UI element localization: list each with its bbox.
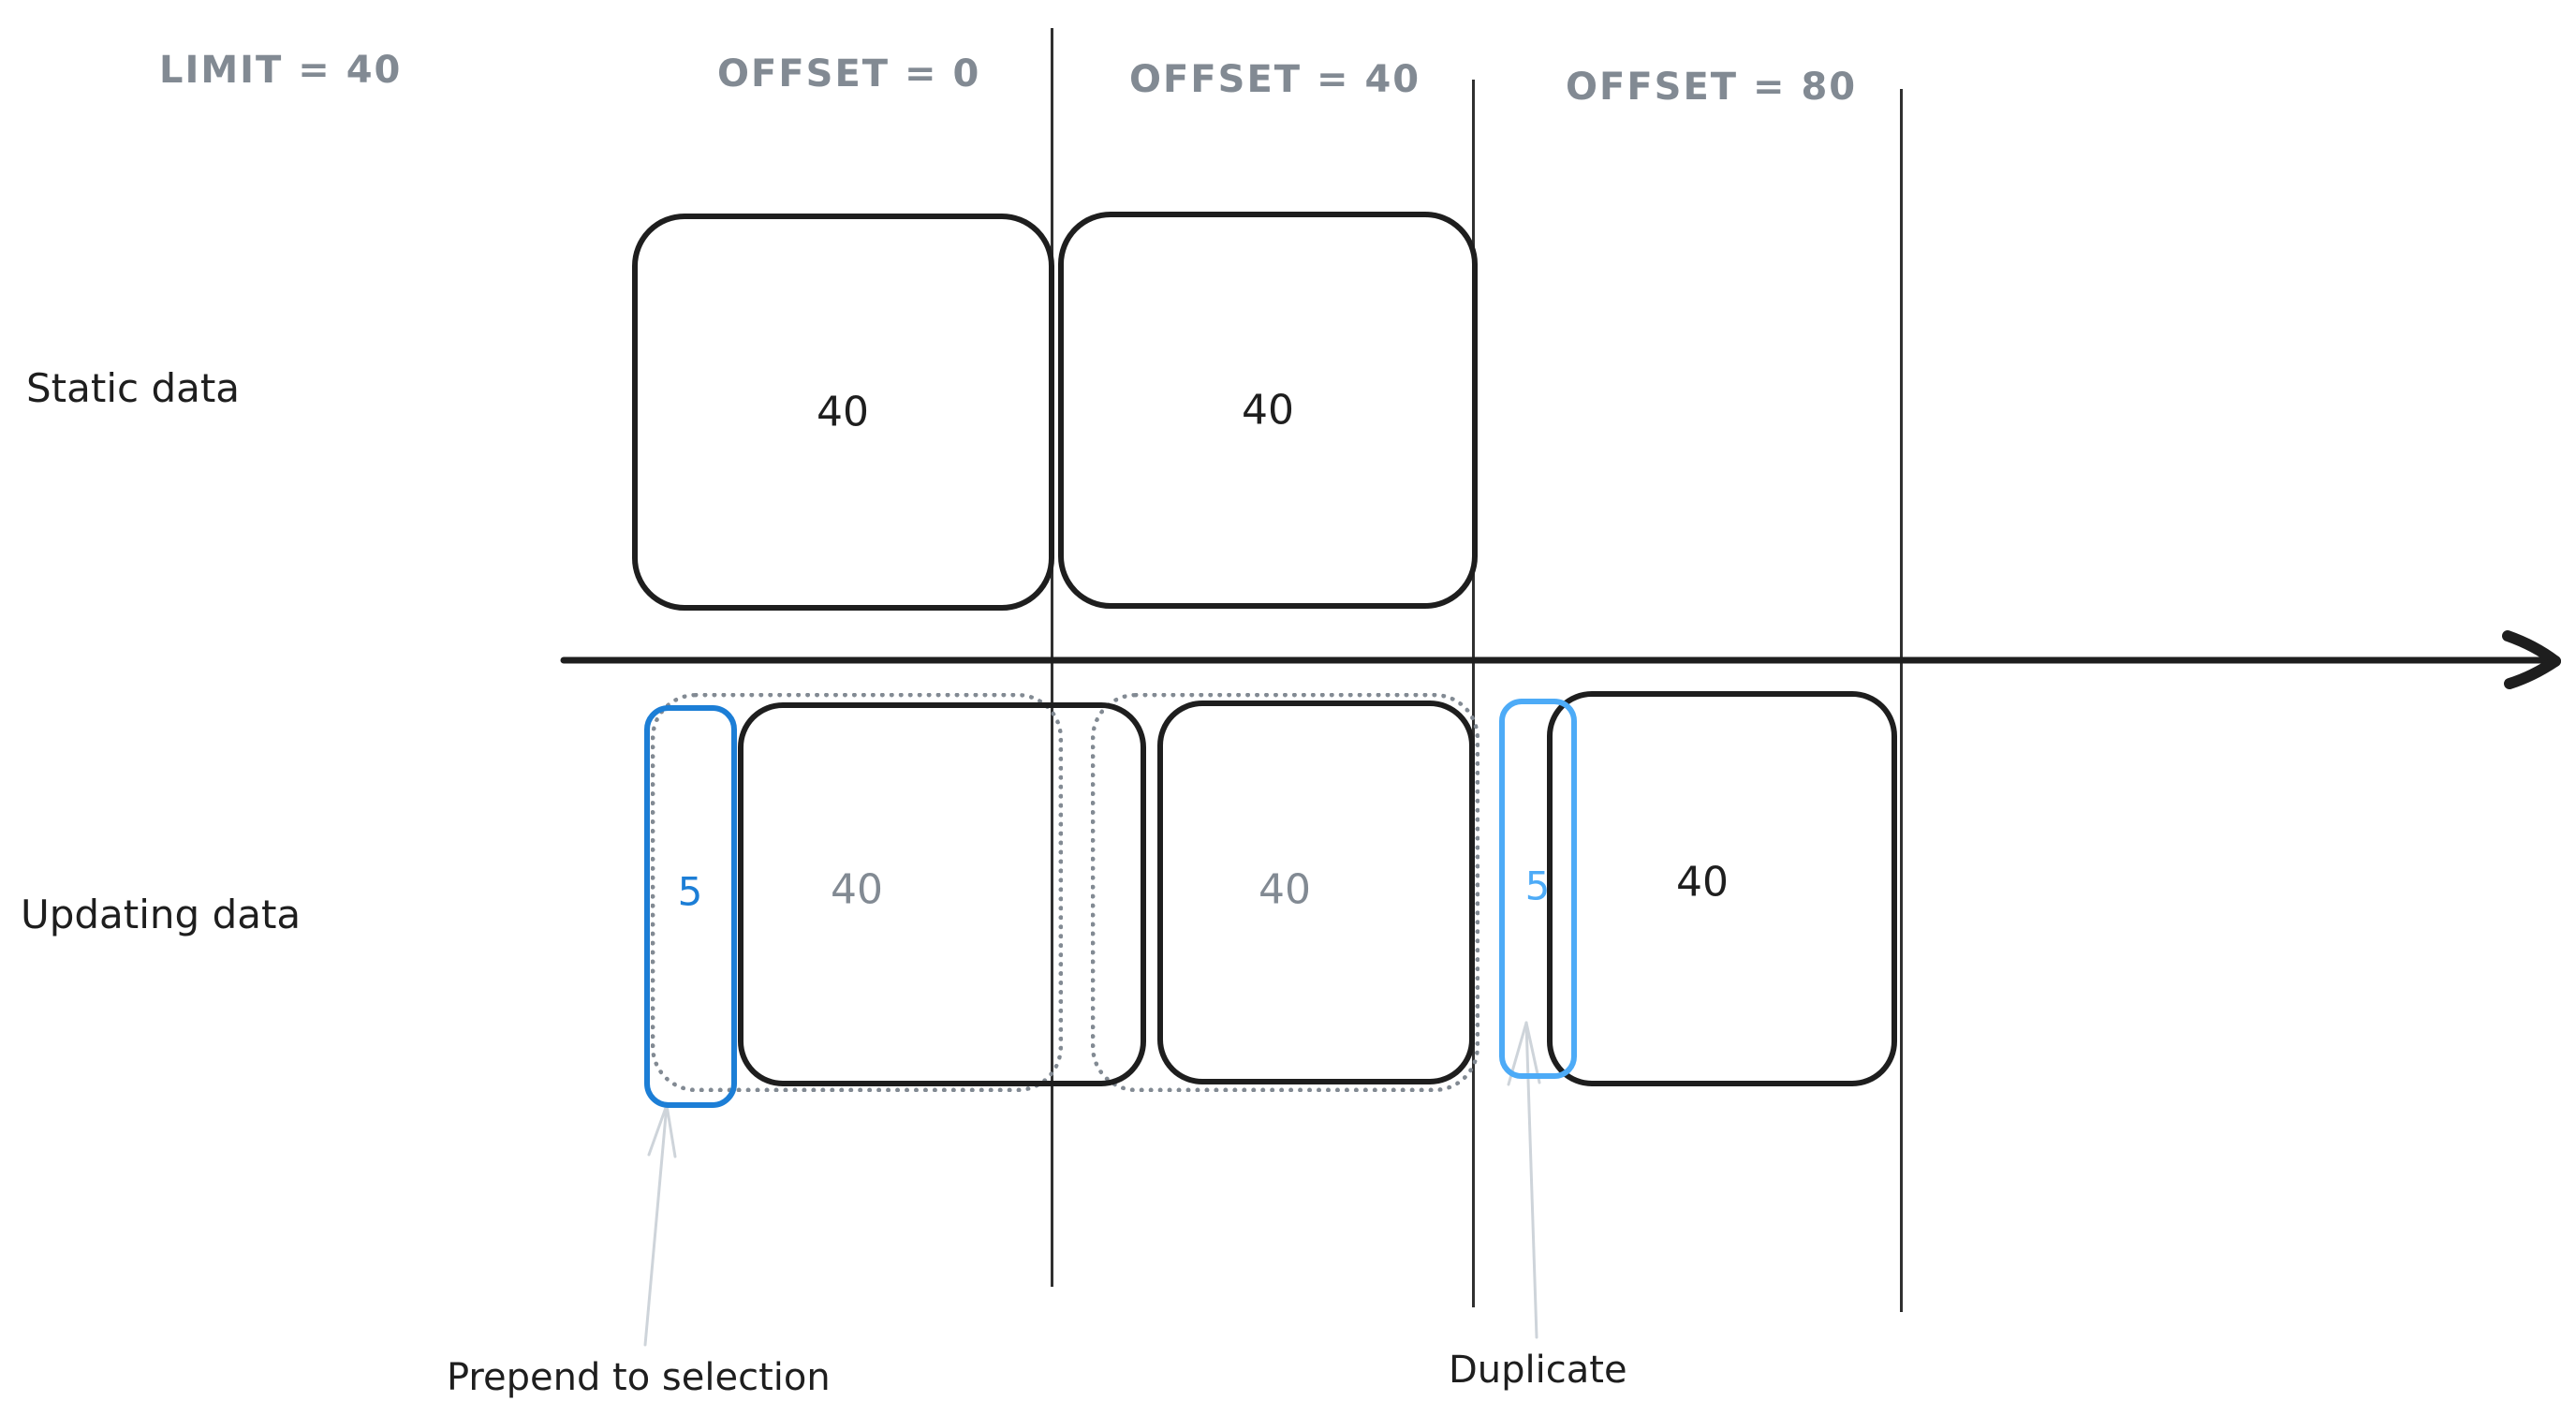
prepend-annotation-label: Prepend to selection — [447, 1356, 831, 1399]
old-page-2-count: 40 — [1259, 865, 1311, 914]
column-divider-1 — [1051, 28, 1053, 1287]
duplicate-items-box — [1499, 699, 1577, 1079]
updating-page-2-box — [1157, 701, 1475, 1084]
updating-page-1-box — [738, 702, 1146, 1086]
updating-page-3-count: 40 — [1676, 858, 1729, 907]
static-page-2-count: 40 — [1242, 386, 1294, 435]
duplicate-annotation-label: Duplicate — [1449, 1349, 1627, 1392]
timeline-arrow — [560, 630, 2561, 689]
static-page-2-box — [1058, 212, 1478, 609]
old-page-1-count: 40 — [831, 865, 883, 914]
prepend-arrow — [643, 1103, 677, 1347]
static-row-label: Static data — [26, 365, 241, 411]
static-page-1-box — [632, 214, 1054, 611]
offset-0-label: OFFSET = 0 — [717, 52, 981, 96]
updating-row-label: Updating data — [21, 892, 302, 937]
prepended-items-count: 5 — [677, 868, 703, 915]
offset-40-label: OFFSET = 40 — [1129, 58, 1421, 101]
duplicate-items-count: 5 — [1524, 863, 1551, 909]
updating-page-3-box — [1547, 691, 1897, 1086]
old-page-2-ghost-box — [1091, 693, 1479, 1092]
column-divider-2 — [1472, 80, 1475, 1307]
prepended-items-box — [644, 705, 737, 1108]
column-divider-3 — [1900, 89, 1903, 1312]
static-page-1-count: 40 — [817, 388, 869, 436]
offset-80-label: OFFSET = 80 — [1566, 66, 1858, 109]
limit-label: LIMIT = 40 — [159, 49, 403, 92]
old-page-1-ghost-box — [651, 693, 1063, 1092]
